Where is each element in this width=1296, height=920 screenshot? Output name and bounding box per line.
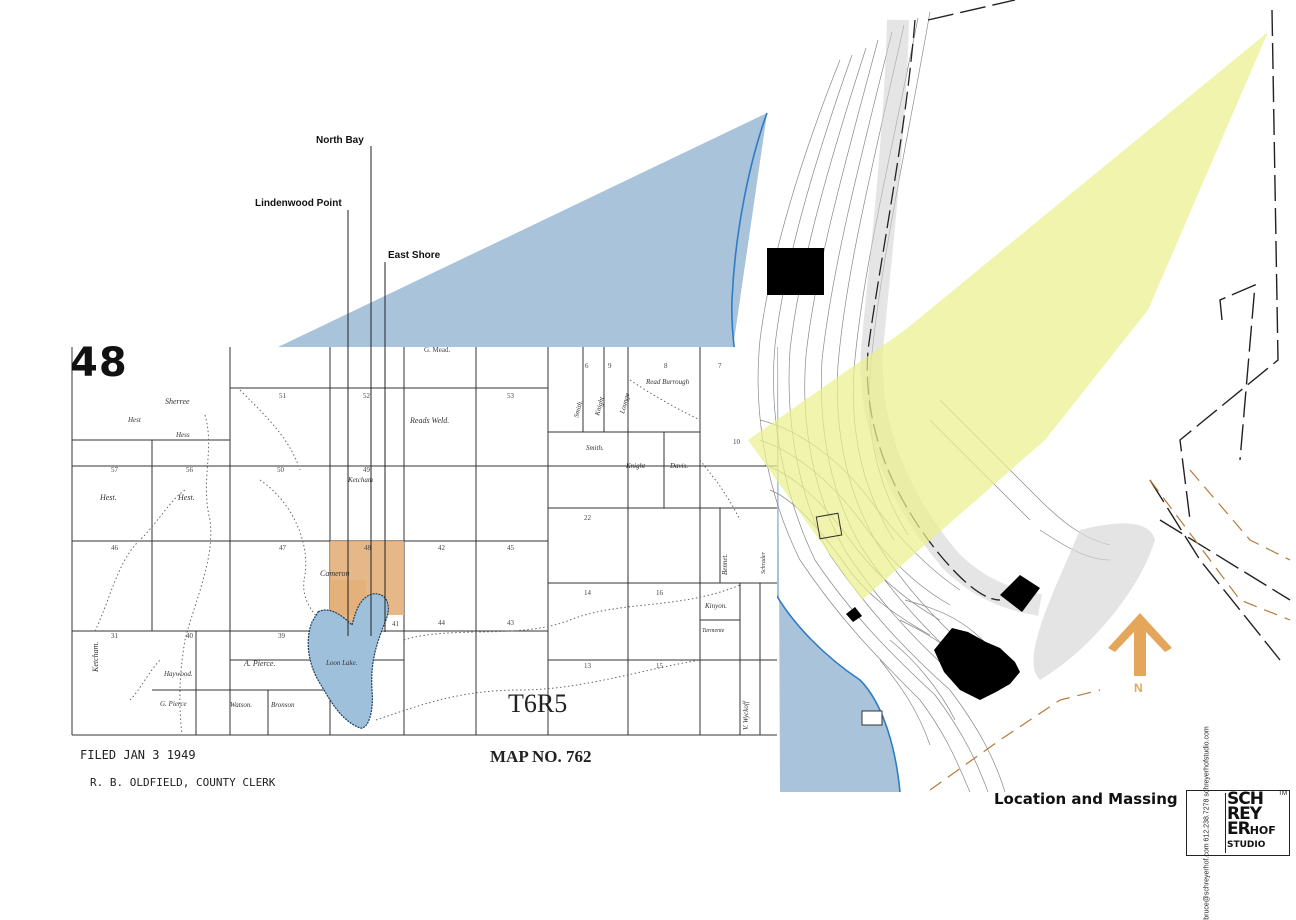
owner-label: Tarmente	[702, 628, 725, 634]
owner-label: Davis.	[669, 462, 688, 470]
owner-label: Hess	[175, 431, 190, 439]
owner-label: Ketcham.	[91, 642, 100, 673]
building-mass-main	[934, 628, 1020, 700]
logo-trademark: TM	[1278, 791, 1287, 797]
callout-north-bay: North Bay	[316, 135, 364, 146]
section-number: 41	[392, 620, 400, 628]
section-number: 49	[363, 466, 371, 474]
existing-structure-outline	[815, 512, 843, 540]
section-number: 42	[438, 544, 446, 552]
logo-line: REY	[1227, 804, 1262, 824]
section-number: 10	[733, 438, 741, 446]
orange-boundary	[929, 469, 1291, 791]
section-number: 53	[507, 392, 515, 400]
section-number: 7	[718, 362, 722, 370]
section-number: 48	[364, 544, 372, 552]
studio-logo: bruce@schreyerhof.com 612.238.7278 schre…	[1186, 726, 1290, 920]
loon-lake	[307, 593, 389, 729]
section-number: 6	[585, 362, 589, 370]
logo-contact-text: bruce@schreyerhof.com 612.238.7278 schre…	[1203, 726, 1211, 920]
section-number: 56	[186, 466, 194, 474]
owner-label: Hest	[127, 416, 142, 424]
section-number: 16	[656, 589, 664, 597]
dock-outline	[861, 710, 883, 726]
owner-label: Hest.	[99, 493, 117, 502]
logo-line: ERHOF	[1227, 819, 1276, 839]
logo-line: SCH	[1227, 789, 1264, 809]
north-label: N	[1134, 681, 1143, 695]
north-arrow: N	[1108, 613, 1172, 695]
section-number: 40	[186, 632, 194, 640]
section-number: 45	[507, 544, 515, 552]
owner-label: G. Pierce	[160, 700, 187, 708]
section-number: 31	[111, 632, 119, 640]
logo-contact-block: bruce@schreyerhof.com 612.238.7278 schre…	[1189, 726, 1226, 920]
owner-label: A. Pierce.	[243, 659, 275, 668]
sheet-number: 48	[70, 340, 128, 386]
logo-wordmark: SCH REY ERHOF STUDIO	[1227, 789, 1287, 853]
callout-leaders	[347, 146, 386, 636]
section-number: 46	[111, 544, 119, 552]
section-number: 51	[279, 392, 287, 400]
view-cone	[748, 32, 1268, 600]
section-number: 52	[363, 392, 371, 400]
section-number: 57	[111, 466, 119, 474]
owner-label: Watson.	[230, 701, 252, 709]
plat-streams	[94, 379, 741, 736]
site-board: Sherree Hest Hess Hest. Hest. Reads Weld…	[71, 0, 1291, 793]
owner-label: Knight	[625, 462, 646, 470]
section-number: 14	[584, 589, 592, 597]
property-boundary	[927, 0, 1291, 661]
owner-label: Kinyon.	[704, 602, 727, 610]
building-mass-east	[1000, 575, 1040, 612]
owner-label: Haywood.	[163, 670, 193, 678]
section-number: 8	[664, 362, 668, 370]
owner-label: Smith.	[586, 444, 604, 452]
township-annotation: T6R5	[508, 689, 567, 718]
owner-label: Reads Weld.	[409, 416, 449, 425]
map-number: MAP NO. 762	[490, 747, 592, 766]
callout-lindenwood-point: Lindenwood Point	[255, 198, 342, 209]
section-number: G. Mead.	[424, 346, 450, 354]
section-number: 15	[656, 662, 664, 670]
callout-east-shore: East Shore	[388, 250, 441, 261]
owner-label: Cameron	[320, 569, 349, 578]
building-mass-north	[767, 248, 824, 295]
owner-label: Schrader	[761, 551, 767, 574]
hatched-area	[1033, 523, 1155, 680]
sheet-title: Location and Massing	[994, 790, 1178, 808]
section-number: 39	[278, 632, 286, 640]
lake-name: Loon Lake.	[325, 659, 358, 667]
owner-label: Bennet.	[721, 554, 729, 575]
owner-label: Ketcham	[347, 476, 373, 484]
owner-label: Hest.	[177, 493, 195, 502]
owner-label: Read Burrough	[645, 378, 690, 386]
section-number: 47	[279, 544, 287, 552]
section-number: 44	[438, 619, 446, 627]
building-mass-small	[846, 607, 862, 622]
plat-labels: Sherree Hest Hess Hest. Hest. Reads Weld…	[91, 346, 767, 730]
water-view-wedge	[278, 113, 767, 347]
section-number: 22	[584, 514, 592, 522]
clerk-stamp: R. B. OLDFIELD, COUNTY CLERK	[90, 776, 276, 789]
logo-line: STUDIO	[1227, 840, 1266, 850]
owner-label: Sherree	[165, 397, 190, 406]
plat-grid	[71, 347, 777, 736]
owner-label: Bronson	[271, 701, 295, 709]
owner-label: V. Wyckoff	[742, 700, 750, 730]
filed-stamp: FILED JAN 3 1949	[80, 748, 196, 762]
section-number: 9	[608, 362, 612, 370]
section-number: 13	[584, 662, 592, 670]
section-number: 43	[507, 619, 515, 627]
section-number: 50	[277, 466, 285, 474]
